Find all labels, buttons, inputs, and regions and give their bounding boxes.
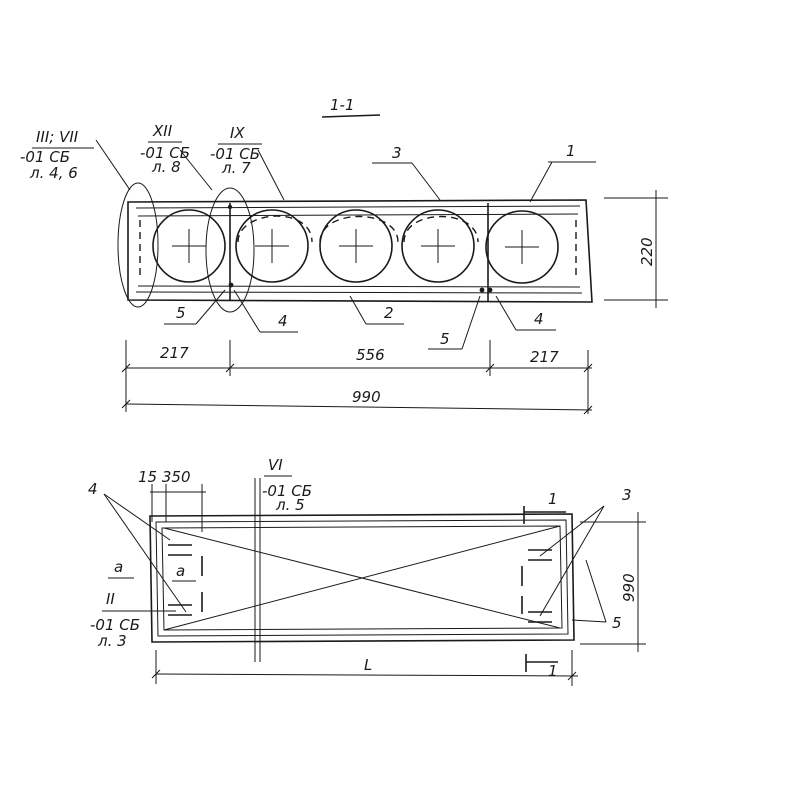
section-mark-bottom: 1 [525,654,558,680]
plan-callout-3: 3 [622,486,632,504]
ref-xii: XII -01 СБ л. 8 [140,122,213,191]
callout-2: 2 [384,304,394,322]
svg-text:л. 4, 6: л. 4, 6 [29,164,78,182]
svg-text:XII: XII [152,122,173,140]
ref-iii-vii: III; VII -01 СБ л. 4, 6 [20,128,131,191]
plan-view: 15 350 VI -01 СБ л. 5 II -01 СБ л. 3 а а… [88,456,646,686]
dim-length-l: L [151,650,579,686]
callout-4-right: 4 [534,310,544,328]
svg-text:1: 1 [548,662,558,680]
svg-text:л. 7: л. 7 [221,159,251,177]
svg-text:990: 990 [620,573,638,602]
slab-outline [127,199,593,303]
section-view: 1-1 [20,96,668,415]
svg-text:VI: VI [268,456,283,474]
ref-ix: IX -01 СБ л. 7 [210,124,285,201]
dim-height-990: 990 [580,512,646,652]
svg-text:л. 3: л. 3 [97,632,127,650]
callout-4-left: 4 [278,312,288,330]
svg-text:220: 220 [638,237,656,266]
svg-text:217: 217 [530,348,559,366]
ref-ii: II -01 СБ л. 3 [90,590,176,650]
plan-outline [149,513,575,643]
dim-height-220: 220 [604,190,668,308]
svg-text:556: 556 [356,346,385,364]
svg-text:IX: IX [230,124,245,142]
svg-text:217: 217 [160,344,189,362]
svg-text:л. 8: л. 8 [151,158,181,176]
svg-text:990: 990 [352,388,381,406]
callout-5-right: 5 [440,330,450,348]
dim-chain: 217 556 217 990 [121,340,593,415]
svg-text:III; VII: III; VII [36,128,79,146]
section-title: 1-1 [330,96,355,114]
label-a-outer: а [114,558,123,576]
svg-text:-01 СБ: -01 СБ [262,482,312,500]
svg-text:L: L [364,656,372,674]
label-a-inner: а [176,562,185,580]
svg-text:л. 5: л. 5 [275,496,305,514]
hollow-cores [139,209,577,284]
callout-1: 1 [566,142,576,160]
callout-3: 3 [392,144,402,162]
svg-text:-01 СБ: -01 СБ [140,144,190,162]
plan-callout-5: 5 [612,614,622,632]
svg-text:15 350: 15 350 [138,468,191,486]
svg-text:-01 СБ: -01 СБ [90,616,140,634]
svg-text:-01 СБ: -01 СБ [210,145,260,163]
svg-text:-01 СБ: -01 СБ [20,148,70,166]
section-mark-top: 1 [523,490,566,524]
callout-5-left: 5 [176,304,186,322]
svg-text:1: 1 [548,490,558,508]
dim-15-350: 15 350 [138,468,206,532]
plan-callout-4: 4 [88,480,98,498]
ref-vi: VI -01 СБ л. 5 [262,456,312,514]
svg-text:II: II [106,590,115,608]
